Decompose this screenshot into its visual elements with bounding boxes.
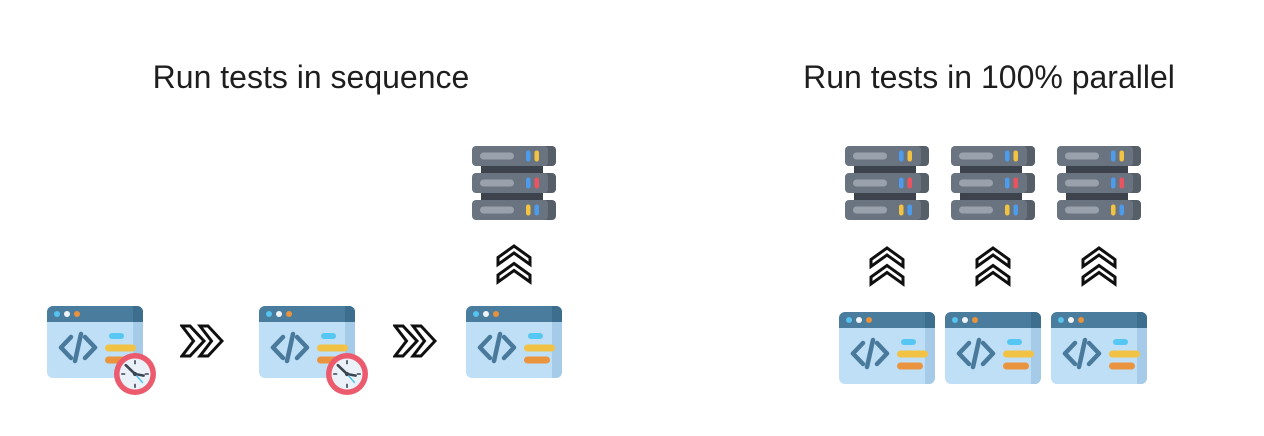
fast-forward-icon bbox=[180, 324, 224, 358]
test-run-3 bbox=[466, 306, 562, 378]
fast-forward-icon bbox=[393, 324, 437, 358]
server-stack-icon bbox=[951, 146, 1035, 220]
upload-chevrons-icon bbox=[1081, 246, 1117, 288]
server-stack-icon bbox=[472, 146, 556, 220]
sequence-title: Run tests in sequence bbox=[152, 59, 470, 95]
parallel-test-run-2 bbox=[945, 312, 1041, 384]
timer-clock-icon bbox=[113, 352, 157, 396]
code-window-icon bbox=[466, 306, 562, 378]
test-run-1 bbox=[47, 306, 143, 378]
code-window-icon bbox=[945, 312, 1041, 384]
upload-chevrons-icon bbox=[869, 246, 905, 288]
parallel-test-run-1 bbox=[839, 312, 935, 384]
server-stack-icon bbox=[1057, 146, 1141, 220]
code-window-icon bbox=[839, 312, 935, 384]
timer-clock-icon bbox=[325, 352, 369, 396]
parallel-title: Run tests in 100% parallel bbox=[803, 59, 1175, 95]
test-run-2 bbox=[259, 306, 355, 378]
upload-chevrons-icon bbox=[975, 246, 1011, 288]
parallel-test-run-3 bbox=[1051, 312, 1147, 384]
upload-chevrons-icon bbox=[496, 244, 532, 286]
code-window-icon bbox=[1051, 312, 1147, 384]
server-stack-icon bbox=[845, 146, 929, 220]
